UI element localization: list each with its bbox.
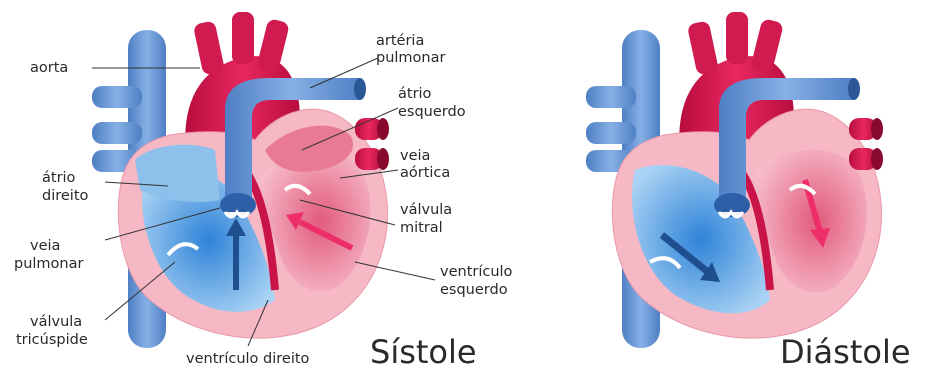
label-veia-pulmonar-line1: veia: [30, 238, 60, 254]
label-arteria-pulmonar-line2: pulmonar: [376, 50, 445, 66]
label-valvula-tricuspide-line2: tricúspide: [16, 332, 88, 348]
label-veia-aortica-line1: veia: [400, 148, 430, 164]
label-ventriculo-direito: ventrículo direito: [186, 351, 310, 367]
label-aorta: aorta: [30, 60, 68, 76]
label-arteria-pulmonar-line1: artéria: [376, 33, 424, 49]
label-veia-pulmonar-line2: pulmonar: [14, 256, 83, 272]
systole-heart: [92, 12, 389, 348]
label-atrio-esquerdo-line1: átrio: [398, 86, 432, 102]
label-valvula-mitral-line2: mitral: [400, 220, 443, 236]
label-atrio-direito-line2: direito: [42, 188, 89, 204]
label-atrio-esquerdo-line2: esquerdo: [398, 104, 466, 120]
diastole-heart: [586, 12, 883, 348]
label-ventriculo-esquerdo-line1: ventrículo: [440, 264, 513, 280]
label-atrio-direito-line1: átrio: [42, 170, 76, 186]
label-ventriculo-esquerdo-line2: esquerdo: [440, 282, 508, 298]
label-veia-aortica-line2: aórtica: [400, 165, 450, 181]
title-diastole: Diástole: [780, 333, 911, 371]
label-valvula-mitral-line1: válvula: [400, 202, 452, 218]
label-valvula-tricuspide-line1: válvula: [30, 314, 82, 330]
title-sistole: Sístole: [370, 333, 477, 371]
